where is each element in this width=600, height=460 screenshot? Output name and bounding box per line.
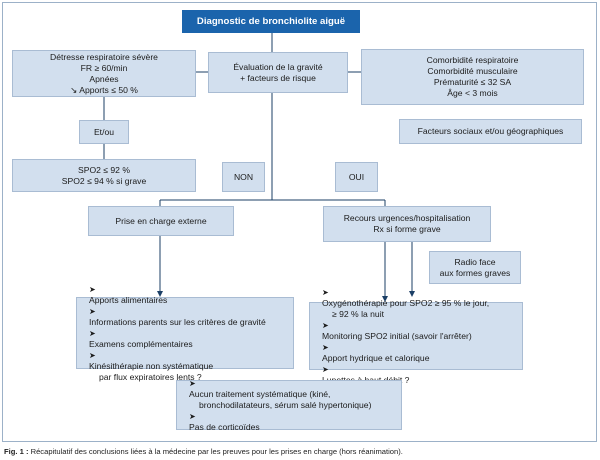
arrowhead-left [157, 291, 163, 297]
comorbidity-box: Comorbidité respiratoire Comorbidité mus… [361, 49, 584, 105]
social-factors-box: Facteurs sociaux et/ou géographiques [399, 119, 582, 144]
list-item: ➤Lunettes à haut débit ? [322, 364, 410, 385]
oui-box: OUI [335, 162, 378, 192]
figure-caption: Fig. 1 : Récapitulatif des conclusions l… [4, 447, 403, 456]
gravity-evaluation-box: Évaluation de la gravité + facteurs de r… [208, 52, 348, 93]
arrow-icon: ➤ [89, 328, 96, 338]
list-item: ➤Kinésithérapie non systématique [89, 350, 214, 371]
caption-label: Fig. 1 : [4, 447, 29, 456]
arrow-icon: ➤ [189, 378, 196, 388]
list-item: ➤Examens complémentaires [89, 328, 193, 349]
arrowhead-far-right [409, 291, 415, 297]
list-item-continuation: ≥ 92 % la nuit [332, 308, 385, 319]
external-care-box: Prise en charge externe [88, 206, 234, 236]
no-treatment-list: ➤Aucun traitement systématique (kiné, br… [176, 378, 402, 432]
severe-distress-box: Détresse respiratoire sévère FR ≥ 60/min… [12, 50, 196, 97]
diagram-frame [2, 2, 597, 442]
arrowhead-right [382, 296, 388, 302]
arrow-icon: ➤ [322, 342, 329, 352]
arrow-icon: ➤ [89, 350, 96, 360]
list-item: ➤Oxygénothérapie pour SPO2 ≥ 95 % le jou… [322, 287, 490, 308]
list-item: ➤Pas de corticoïdes [189, 411, 260, 432]
list-item: ➤Apport hydrique et calorique [322, 342, 430, 363]
spo2-box: SPO2 ≤ 92 % SPO2 ≤ 94 % si grave [12, 159, 196, 192]
list-item: ➤Informations parents sur les critères d… [89, 306, 266, 327]
list-item-continuation: par flux expiratoires lents ? [99, 371, 202, 382]
arrow-icon: ➤ [189, 411, 196, 421]
hospital-care-list: ➤Oxygénothérapie pour SPO2 ≥ 95 % le jou… [309, 288, 523, 385]
list-item: ➤Monitoring SPO2 initial (savoir l'arrêt… [322, 320, 472, 341]
emergency-hospitalisation-box: Recours urgences/hospitalisation Rx si f… [323, 206, 491, 242]
arrow-icon: ➤ [322, 364, 329, 374]
external-care-list: ➤Apports alimentaires ➤Informations pare… [76, 285, 294, 382]
arrow-icon: ➤ [322, 287, 329, 297]
etou-box: Et/ou [79, 120, 129, 144]
diagram-title: Diagnostic de bronchiolite aiguë [182, 10, 360, 33]
list-item: ➤Apports alimentaires [89, 284, 168, 305]
arrow-icon: ➤ [89, 284, 96, 294]
caption-text: Récapitulatif des conclusions liées à la… [30, 447, 403, 456]
radio-box: Radio face aux formes graves [429, 251, 521, 284]
arrow-icon: ➤ [89, 306, 96, 316]
list-item-continuation: bronchodilatateurs, sérum salé hypertoni… [199, 399, 372, 410]
arrow-icon: ➤ [322, 320, 329, 330]
list-item: ➤Aucun traitement systématique (kiné, [189, 378, 331, 399]
non-box: NON [222, 162, 265, 192]
